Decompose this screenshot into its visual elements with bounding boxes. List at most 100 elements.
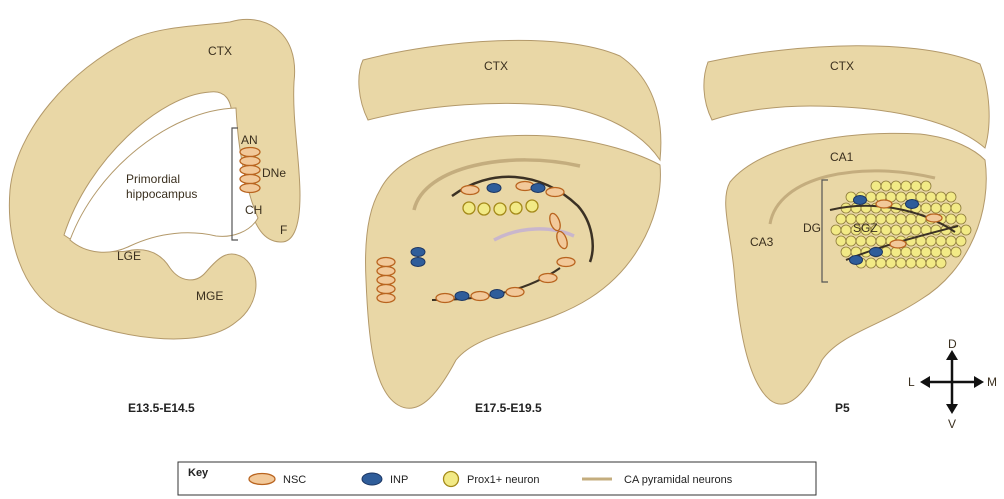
granule-cell bbox=[936, 258, 946, 268]
nsc-cell bbox=[377, 276, 395, 285]
legend-prox1-label: Prox1+ neuron bbox=[467, 474, 539, 486]
granule-cell bbox=[961, 225, 971, 235]
stage-label-e17: E17.5-E19.5 bbox=[475, 401, 542, 415]
granule-cell bbox=[901, 225, 911, 235]
nsc-cell bbox=[506, 288, 524, 297]
panel-e13: CTX AN DNe CH F Primordial hippocampus L… bbox=[9, 19, 300, 415]
nsc-cell bbox=[539, 274, 557, 283]
ch-label: CH bbox=[245, 203, 262, 217]
granule-cell bbox=[906, 258, 916, 268]
inp-cell bbox=[411, 258, 425, 267]
granule-cell bbox=[891, 181, 901, 191]
legend-ca-label: CA pyramidal neurons bbox=[624, 474, 733, 486]
granule-cell bbox=[911, 181, 921, 191]
granule-cell bbox=[906, 214, 916, 224]
granule-cell bbox=[871, 181, 881, 191]
inp-cell bbox=[455, 292, 469, 301]
nsc-cell bbox=[436, 294, 454, 303]
legend-nsc-label: NSC bbox=[283, 474, 306, 486]
nsc-cell bbox=[546, 188, 564, 197]
granule-cell bbox=[931, 247, 941, 257]
granule-cell bbox=[931, 203, 941, 213]
granule-cell bbox=[936, 192, 946, 202]
compass-d-label: D bbox=[948, 337, 957, 351]
granule-cell bbox=[846, 236, 856, 246]
granule-cell bbox=[951, 203, 961, 213]
granule-cell bbox=[831, 225, 841, 235]
granule-cell bbox=[916, 192, 926, 202]
inp-cell bbox=[411, 248, 425, 257]
dg-label: DG bbox=[803, 221, 821, 235]
compass-arrow-right bbox=[974, 376, 984, 388]
granule-cell bbox=[921, 181, 931, 191]
nsc-cell bbox=[926, 214, 942, 222]
prox1-neuron bbox=[494, 203, 506, 215]
prox1-neuron bbox=[526, 200, 538, 212]
granule-cell bbox=[936, 236, 946, 246]
granule-cell bbox=[866, 192, 876, 202]
granule-cell bbox=[911, 247, 921, 257]
nsc-cell bbox=[471, 292, 489, 301]
granule-cell bbox=[886, 258, 896, 268]
granule-cell bbox=[896, 214, 906, 224]
nsc-cell bbox=[240, 166, 260, 175]
granule-cell bbox=[926, 236, 936, 246]
primordial-label-line2: hippocampus bbox=[126, 187, 197, 201]
sgz-label: SGZ bbox=[853, 221, 878, 235]
granule-cell bbox=[891, 225, 901, 235]
an-label: AN bbox=[241, 133, 258, 147]
primordial-label-line1: Primordial bbox=[126, 172, 180, 186]
granule-cell bbox=[836, 214, 846, 224]
nsc-cell bbox=[461, 186, 479, 195]
hippocampus-p5 bbox=[726, 133, 987, 404]
granule-cell bbox=[921, 247, 931, 257]
mge-label: MGE bbox=[196, 289, 223, 303]
prox1-neuron bbox=[510, 202, 522, 214]
compass-arrow-down bbox=[946, 404, 958, 414]
dne-label: DNe bbox=[262, 166, 286, 180]
nsc-cell bbox=[240, 175, 260, 184]
granule-cell bbox=[956, 236, 966, 246]
nsc-cell bbox=[377, 258, 395, 267]
granule-cell bbox=[956, 214, 966, 224]
lge-label: LGE bbox=[117, 249, 141, 263]
panel-e17: CTX E17.5-E19.5 bbox=[359, 40, 661, 415]
legend-nsc-swatch bbox=[249, 474, 275, 485]
nsc-cell bbox=[377, 267, 395, 276]
compass-v-label: V bbox=[948, 417, 956, 431]
granule-cell bbox=[896, 258, 906, 268]
granule-cell bbox=[856, 236, 866, 246]
nsc-cell bbox=[240, 184, 260, 193]
inp-cell bbox=[906, 200, 919, 209]
granule-cell bbox=[866, 258, 876, 268]
compass-l-label: L bbox=[908, 375, 915, 389]
stage-label-p5: P5 bbox=[835, 401, 850, 415]
legend-key: Key NSC INP Prox1+ neuron CA pyramidal n… bbox=[178, 462, 816, 495]
granule-cell bbox=[921, 203, 931, 213]
compass-arrow-left bbox=[920, 376, 930, 388]
granule-cell bbox=[951, 247, 961, 257]
granule-cell bbox=[836, 236, 846, 246]
orientation-compass: D V L M bbox=[908, 337, 997, 431]
compass-arrow-up bbox=[946, 350, 958, 360]
granule-cell bbox=[926, 258, 936, 268]
nsc-cell bbox=[557, 258, 575, 267]
ca3-label: CA3 bbox=[750, 235, 774, 249]
inp-cell bbox=[854, 196, 867, 205]
granule-cell bbox=[881, 181, 891, 191]
granule-cell bbox=[946, 192, 956, 202]
granule-cell bbox=[926, 192, 936, 202]
nsc-cluster-e13 bbox=[240, 148, 260, 193]
legend-title: Key bbox=[188, 467, 209, 479]
granule-cell bbox=[946, 214, 956, 224]
legend-inp-swatch bbox=[362, 473, 382, 485]
granule-cell bbox=[841, 247, 851, 257]
prox1-neuron bbox=[463, 202, 475, 214]
granule-cell bbox=[876, 236, 886, 246]
nsc-cell bbox=[876, 200, 892, 208]
ctx-label-p5: CTX bbox=[830, 59, 854, 73]
inp-cell bbox=[850, 256, 863, 265]
compass-m-label: M bbox=[987, 375, 997, 389]
ca1-label: CA1 bbox=[830, 150, 854, 164]
nsc-cell bbox=[377, 285, 395, 294]
